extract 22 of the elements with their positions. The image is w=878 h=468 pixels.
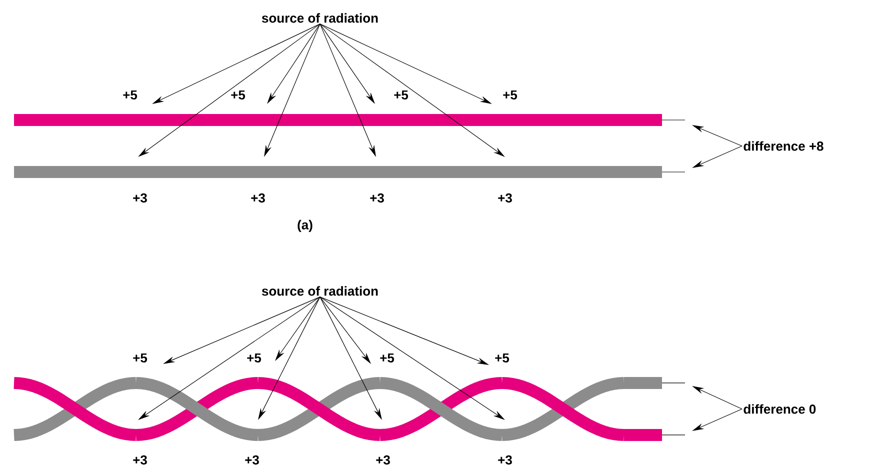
value-label: +5 [231,90,246,100]
value-label: +5 [503,90,518,100]
value-label: +5 [394,90,408,100]
text-label: difference 0 [744,404,816,414]
value-label: +5 [133,353,148,363]
value-label: +3 [245,455,259,465]
value-label: +3 [376,455,390,465]
value-label: +3 [251,193,265,203]
value-label: +5 [380,353,394,363]
value-label: +3 [498,455,512,465]
value-label: +3 [133,455,147,465]
panel-label: (a) [298,220,312,232]
value-label: +5 [247,353,262,363]
value-label: +5 [495,353,510,363]
value-label: +3 [133,193,147,203]
text-label: difference +8 [744,141,824,151]
text-label: source of radiation [262,286,378,296]
text-label: source of radiation [262,13,378,23]
value-label: +3 [370,193,384,203]
value-label: +3 [498,193,512,203]
value-label: +5 [123,90,138,100]
twisted-pair-drawing [13,376,662,441]
